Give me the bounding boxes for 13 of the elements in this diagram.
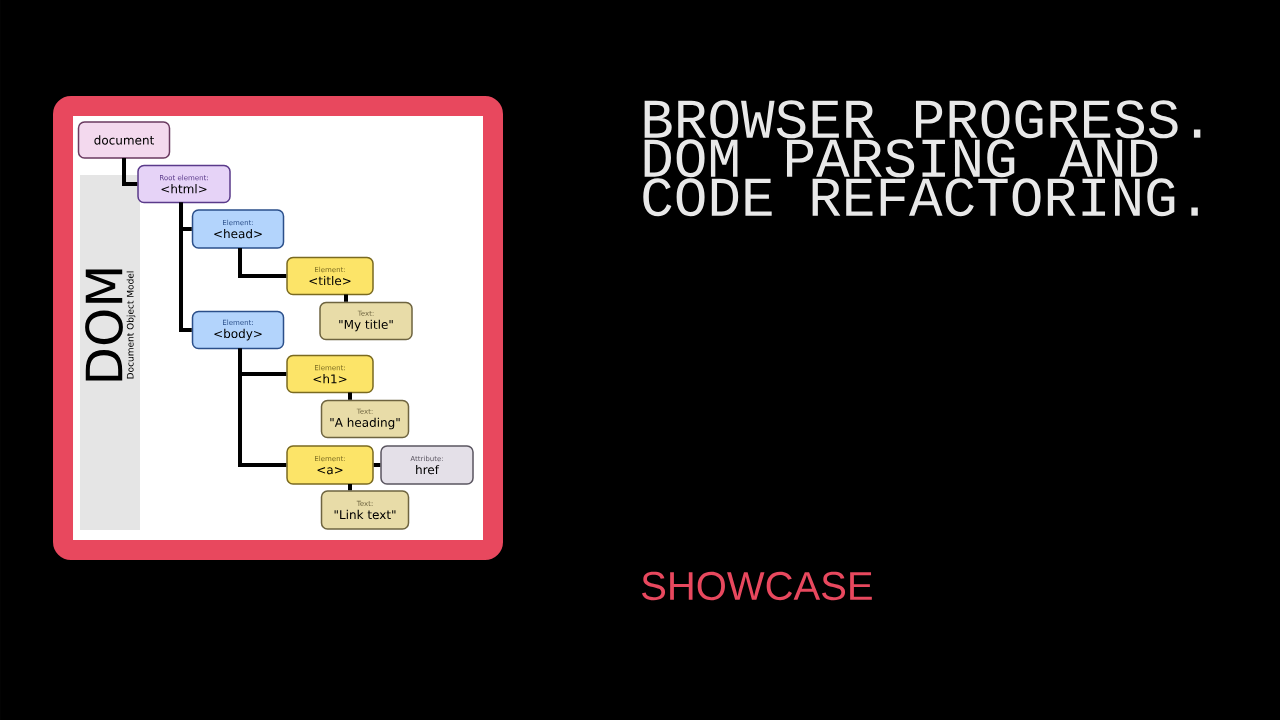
subtitle: Document Object Model — [126, 271, 136, 379]
connector-line — [238, 248, 287, 278]
dom-title: DOM — [85, 269, 123, 381]
section-label: SHOWCASE — [642, 571, 872, 601]
connector-line — [238, 348, 287, 467]
connector-line — [348, 484, 352, 491]
connector-line — [179, 202, 192, 332]
title: BROWSER PROGRESS. DOM PARSING AND CODE REFACTORING. — [643, 100, 1201, 217]
connector-line — [348, 392, 352, 400]
tree-node-box: document — [77, 121, 171, 159]
connector-line — [344, 294, 348, 302]
connector-line — [373, 463, 381, 467]
connector-line — [122, 158, 138, 186]
